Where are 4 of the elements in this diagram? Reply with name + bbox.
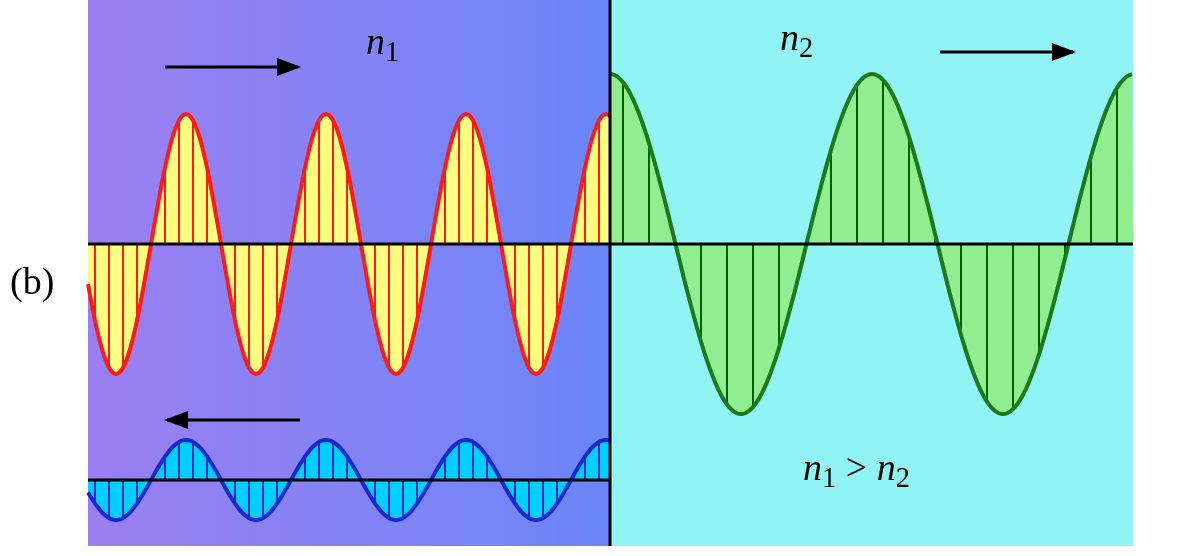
medium-label: n$_{2}$ xyxy=(780,18,814,56)
medium-label: n$_{1}$ xyxy=(366,22,400,60)
medium-label: n$_{1}$ > n$_{2}$ xyxy=(803,448,910,486)
panel-label: (b) xyxy=(10,262,55,300)
